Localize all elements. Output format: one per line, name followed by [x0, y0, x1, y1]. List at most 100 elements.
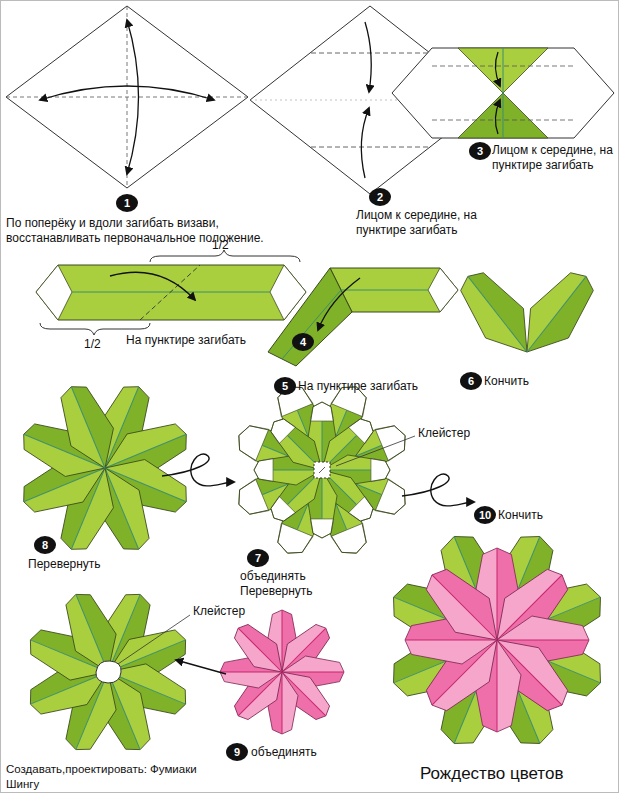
fold-arrow [40, 86, 214, 100]
glue-label: Клейстер [418, 426, 508, 441]
step-instruction: Лицом к середине, на пунктире загибать [492, 143, 616, 173]
leaf-midline [432, 575, 497, 640]
center-line [503, 48, 504, 138]
step-number: 7 [247, 549, 269, 567]
leaf-midline [468, 276, 527, 352]
step-instruction: На пунктире загибать [298, 379, 468, 394]
pink-petal-ring [220, 610, 344, 734]
leaf-half [71, 378, 126, 468]
callout-number: 3 [469, 142, 491, 160]
leaf-ring [15, 378, 195, 558]
fold-arrow [110, 272, 195, 300]
folded-leg [268, 268, 352, 366]
glue-blob [96, 661, 121, 683]
leaf-midline [282, 672, 344, 673]
center-line [341, 290, 428, 291]
leaf-white-tip [310, 402, 333, 421]
leaf-outline [50, 378, 126, 477]
two-leaves [449, 262, 605, 367]
leaf-midline [238, 628, 282, 672]
folded-paper [392, 48, 614, 138]
step-instruction: Кончить [484, 374, 574, 389]
step-circle-fill [34, 536, 56, 554]
join-arrow [176, 660, 226, 674]
leaf [311, 459, 380, 528]
leaf [311, 411, 380, 480]
step-instruction: объединять Перевернуть [240, 569, 330, 599]
step-circle-fill [247, 549, 269, 567]
step-circle-fill [469, 142, 491, 160]
fold-arrow [365, 22, 371, 92]
step-number: 5 [274, 377, 296, 395]
step-number: 2 [369, 188, 391, 206]
callout-number: 5 [274, 377, 296, 395]
flip-arrow [402, 474, 474, 506]
crease-line [127, 6, 128, 188]
leaf-white-tip [371, 458, 390, 481]
leaf-half [282, 672, 298, 734]
leaf-half [282, 656, 344, 672]
leader-line [118, 615, 190, 664]
folded-strip [36, 265, 306, 320]
leaf [263, 411, 332, 480]
step-circle-fill [274, 377, 296, 395]
fold-arrow [318, 278, 360, 330]
leaf-ring-back [230, 378, 413, 561]
credit-text: Создавать,проектировать: Фумиаки Шингу [6, 762, 216, 791]
leaf-half [405, 640, 497, 664]
step-instruction: Кончить [498, 508, 588, 523]
leaf-outline [263, 459, 332, 528]
callout-number: 6 [460, 372, 482, 390]
fold-line [311, 147, 429, 148]
leaf-midline [497, 640, 498, 732]
leader-line [336, 436, 415, 466]
step-number: 10 [474, 506, 496, 524]
leaf-midline [497, 640, 589, 641]
glue-mark [319, 467, 325, 473]
callout-number: 1 [116, 194, 138, 212]
dimension-label: 1/2 [84, 337, 124, 352]
pink-petal-ring [405, 548, 589, 732]
callout-number: 9 [226, 743, 248, 761]
step-instruction: Перевернуть [28, 557, 138, 572]
leaf-outline [311, 411, 380, 480]
step-circle-fill [116, 194, 138, 212]
fold-arrow [361, 108, 369, 178]
leaf-half [497, 616, 589, 640]
callout-number: 2 [369, 188, 391, 206]
leaf-outline [263, 411, 332, 480]
leaf-outline [311, 459, 380, 528]
leaf-outline [415, 558, 514, 657]
step-circle-fill [474, 506, 496, 524]
step-instruction: По поперёку и вдоли загибать визави, вос… [6, 216, 268, 246]
step-circle-fill [226, 743, 248, 761]
callout-number: 4 [292, 333, 314, 351]
leaf-white-tip [310, 519, 333, 538]
leaf-midline [282, 610, 283, 672]
step-circle-fill [460, 372, 482, 390]
callout-number: 8 [34, 536, 56, 554]
step-circle-fill [292, 333, 314, 351]
step-number: 1 [116, 194, 138, 212]
leaf [50, 378, 126, 477]
diagram-title: Рождество цветов [420, 764, 563, 784]
glue-label: Клейстер [193, 604, 283, 619]
step-number: 3 [469, 142, 491, 160]
leaf-outline [227, 617, 293, 683]
white-end [428, 268, 458, 312]
leaf-half [220, 672, 282, 688]
callout-number: 10 [474, 506, 496, 524]
step-instruction: На пунктире загибать [126, 333, 286, 348]
green-leaf-ring [22, 586, 194, 758]
leaf-midline [527, 276, 586, 352]
leaf-midline [282, 672, 283, 734]
white-end [36, 265, 72, 320]
fold-arrow [495, 52, 500, 86]
callout-number: 7 [247, 549, 269, 567]
leaf [415, 558, 514, 657]
green-leaf-ring [382, 525, 611, 754]
step-instruction: объединять [251, 745, 361, 760]
step-number: 6 [460, 372, 482, 390]
step-instruction: Лицом к середине, на пунктире загибать [356, 208, 496, 238]
